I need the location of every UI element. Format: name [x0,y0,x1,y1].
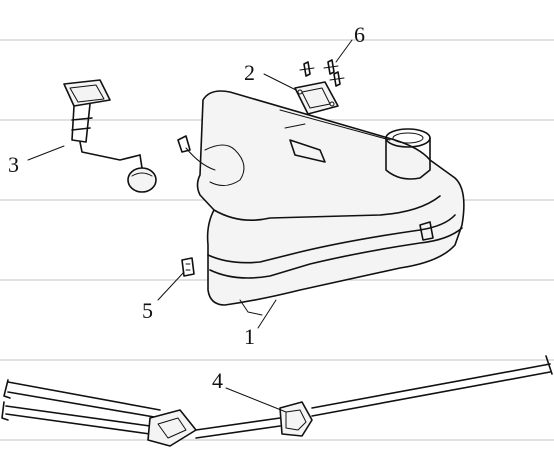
fuel-sender-part [63,79,157,193]
leader-2 [263,73,297,91]
callout-2: 2 [244,60,255,85]
leader-3 [27,145,65,161]
callout-6: 6 [354,22,365,47]
callout-5: 5 [142,298,153,323]
callout-3: 3 [8,152,19,177]
leader-5 [157,271,185,301]
hose-clamp-part [181,257,195,277]
bolts-part [299,59,345,87]
fuel-pipe-assembly-part [1,355,553,447]
tank-body-part [177,90,465,316]
cover-plate-part [294,81,339,115]
callout-numbers: 1 2 3 4 5 6 [8,22,365,393]
callout-4: 4 [212,368,223,393]
callout-leaders [27,39,353,413]
leader-4 [225,387,287,413]
leader-1 [257,299,277,329]
leader-6 [335,39,353,63]
callout-1: 1 [244,324,255,349]
